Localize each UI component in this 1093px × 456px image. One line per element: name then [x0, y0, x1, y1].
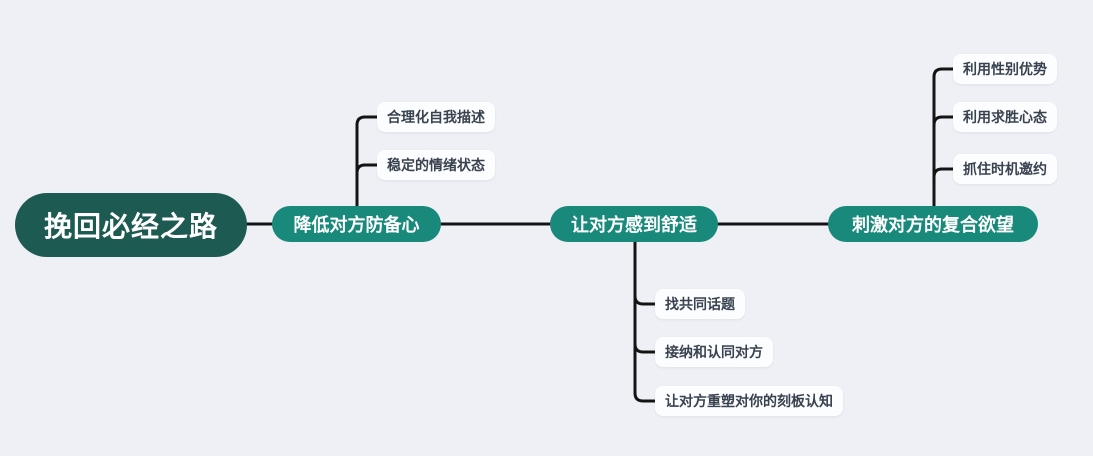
leaf-node[interactable]: 让对方重塑对你的刻板认知: [655, 386, 843, 416]
branch1-child1-line: [355, 115, 379, 210]
branch2-child1-line: [633, 238, 657, 306]
branch1-child2-line: [355, 163, 379, 210]
branch-node-stimulate-desire[interactable]: 刺激对方的复合欲望: [828, 206, 1038, 242]
branch3-child3-line: [932, 167, 955, 210]
leaf-node[interactable]: 利用性别优势: [953, 54, 1057, 84]
leaf-node[interactable]: 抓住时机邀约: [953, 154, 1057, 184]
branch-node-make-comfortable[interactable]: 让对方感到舒适: [550, 206, 718, 242]
leaf-node[interactable]: 稳定的情绪状态: [377, 150, 495, 180]
branch2-child2-line: [633, 238, 657, 354]
leaf-node[interactable]: 利用求胜心态: [953, 102, 1057, 132]
branch-node-lower-defenses[interactable]: 降低对方防备心: [272, 206, 441, 242]
leaf-node[interactable]: 合理化自我描述: [377, 102, 495, 132]
branch2-child3-line: [633, 238, 657, 403]
branch3-child2-line: [932, 115, 955, 210]
leaf-node[interactable]: 找共同话题: [655, 289, 745, 319]
branch3-child1-line: [932, 67, 955, 210]
root-node[interactable]: 挽回必经之路: [15, 193, 247, 257]
leaf-node[interactable]: 接纳和认同对方: [655, 337, 773, 367]
